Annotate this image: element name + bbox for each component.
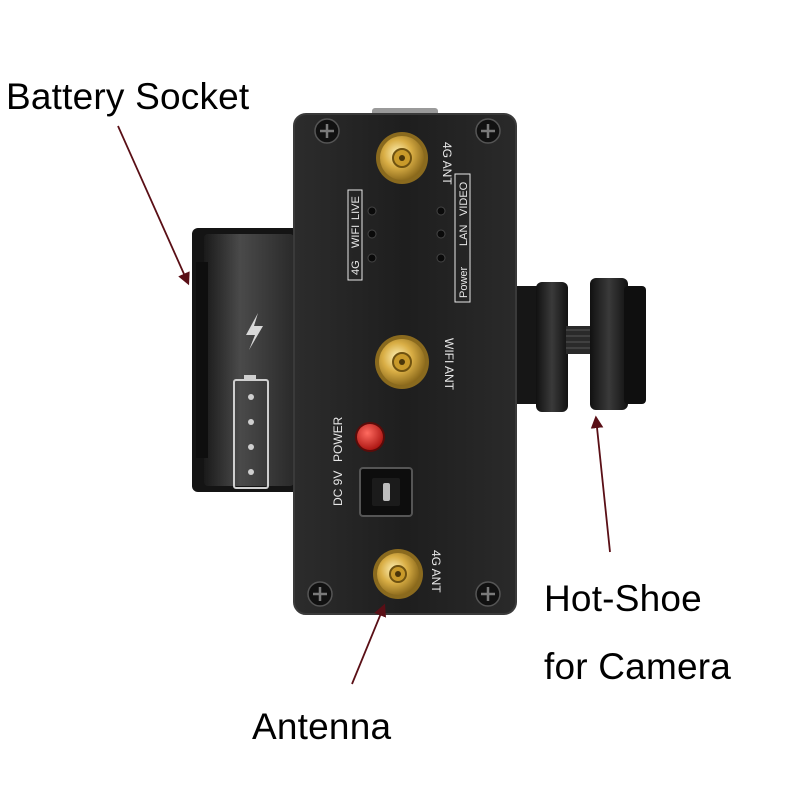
device-body: 4G ANT LIVE WIFI 4G VIDEO LAN Power WIFI… [293, 113, 517, 615]
power-button-label: POWER [331, 416, 345, 462]
callout-arrows [117, 125, 611, 685]
led-label-power: Power [458, 266, 470, 298]
bottom-connector-label: 4G ANT [429, 550, 443, 593]
antenna-label: Antenna [252, 706, 392, 747]
antenna-callout-arrow [351, 603, 387, 685]
hot-shoe-label-line1: Hot-Shoe [544, 578, 702, 619]
hotshoe-callout-arrow [590, 415, 611, 553]
top-connector-label: 4G ANT [440, 142, 454, 185]
wifi-antenna-connector [375, 335, 429, 389]
led-labels-right: VIDEO LAN Power [454, 173, 471, 303]
power-button [355, 422, 385, 452]
led-label-lan: LAN [458, 225, 470, 246]
led-label-video: VIDEO [458, 181, 470, 216]
wifi-connector-label: WIFI ANT [442, 338, 456, 391]
battery-socket [192, 228, 304, 492]
hot-shoe-label-line2: for Camera [544, 646, 732, 687]
lightning-icon [246, 313, 263, 350]
corner-screw-icon [307, 118, 501, 607]
led-label-live: LIVE [350, 196, 362, 220]
status-led-icon [367, 206, 446, 263]
battery-socket-label: Battery Socket [6, 76, 250, 117]
dc-input-label: DC 9V [331, 471, 345, 506]
led-label-wifi: WIFI [350, 225, 362, 248]
dc-power-jack [359, 467, 413, 517]
bottom-antenna-connector [373, 549, 423, 599]
battery-callout-arrow [117, 125, 190, 286]
led-label-4g: 4G [350, 260, 362, 275]
hot-shoe-mount [510, 278, 646, 412]
top-antenna-connector [376, 132, 428, 184]
led-labels-left: LIVE WIFI 4G [347, 189, 363, 281]
